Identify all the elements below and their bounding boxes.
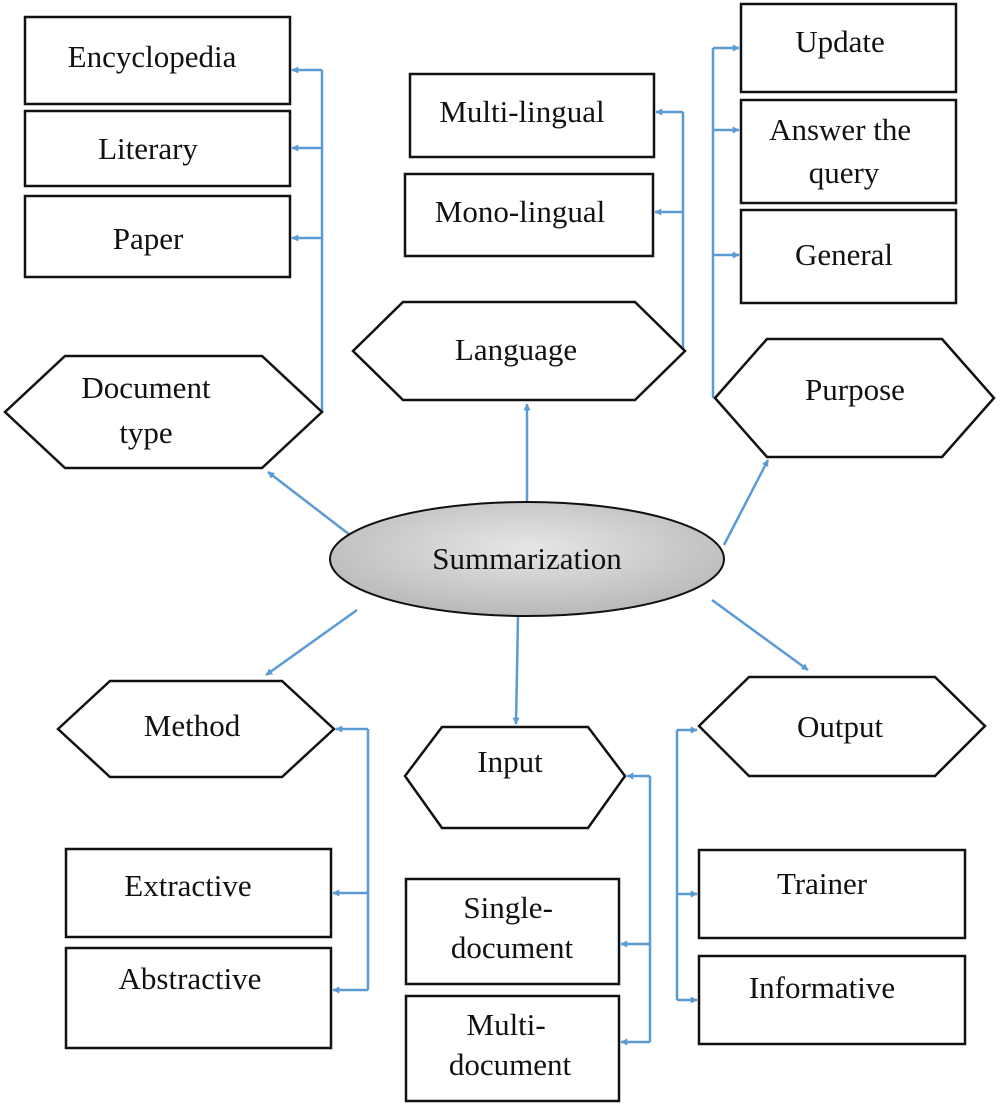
document-type-item-box — [23, 15, 292, 106]
output-item-box — [697, 954, 967, 1046]
method-label: Method — [144, 708, 241, 743]
arrow-to-output — [711, 598, 809, 672]
output-item-box — [697, 848, 967, 940]
input-item-single-document: Single- document — [451, 890, 574, 965]
method-item-extractive: Extractive — [124, 868, 251, 903]
language-label: Language — [455, 332, 577, 367]
output-item-informative: Informative — [749, 970, 895, 1005]
input-item-multi-document-text: Multi- — [467, 1007, 546, 1042]
purpose-item-update: Update — [795, 24, 885, 59]
purpose-item-box — [739, 2, 958, 94]
purpose-item-box — [739, 208, 958, 305]
arrow-to-method — [265, 608, 358, 677]
purpose-hexagon — [713, 337, 996, 459]
purpose-item-answer-the-query-text: Answer the — [769, 112, 911, 147]
connector-arrows — [265, 44, 809, 1046]
arrow-to-input — [512, 615, 520, 725]
category-language: Language Multi-lingual Mono-lingual — [351, 72, 687, 402]
answerQuery-line-2: query — [809, 155, 880, 190]
document-type-hexagon — [3, 354, 324, 470]
category-document-type: Document type Encyclopedia Literary Pape… — [3, 15, 324, 470]
multiDoc-line-2: document — [449, 1047, 572, 1082]
category-output: Output Trainer Informative — [697, 675, 987, 1046]
purpose-item-answer-the-query: Answer the query — [769, 112, 919, 190]
purpose-item-box — [739, 98, 958, 205]
document-type-item-box — [23, 194, 292, 279]
output-item-trainer: Trainer — [777, 866, 868, 901]
input-item-box — [404, 877, 621, 986]
category-method: Method Extractive Abstractive — [56, 679, 336, 1050]
center-node: Summarization — [329, 501, 725, 617]
center-label: Summarization — [432, 541, 622, 576]
input-item-box — [404, 994, 621, 1103]
arrow-to-document-type — [267, 471, 351, 536]
input-hexagon — [403, 725, 627, 830]
method-item-abstractive: Abstractive — [119, 961, 262, 996]
method-item-box — [64, 847, 333, 939]
category-purpose: Purpose Update Answer the query General — [713, 2, 996, 459]
document-type-item-box — [23, 109, 292, 188]
center-ellipse — [329, 501, 725, 617]
output-label: Output — [797, 709, 884, 744]
document-type-item-literary: Literary — [98, 131, 198, 166]
output-hexagon — [697, 675, 987, 778]
document-type-label-line-2: type — [119, 415, 172, 450]
language-item-box — [403, 172, 655, 258]
input-item-multi-document: Multi- document — [449, 1007, 572, 1082]
language-hexagon — [351, 300, 687, 402]
method-item-box — [64, 946, 333, 1050]
purpose-label: Purpose — [805, 372, 905, 407]
purpose-item-general: General — [795, 237, 893, 272]
input-item-single-document-text: Single- — [463, 890, 553, 925]
document-type-label-line-1: Document — [81, 370, 211, 405]
category-input: Input Single- document Multi- document — [403, 725, 627, 1103]
language-item-mono-lingual: Mono-lingual — [435, 194, 606, 229]
method-hexagon — [56, 679, 336, 779]
language-item-box — [408, 72, 656, 159]
arrow-to-purpose — [722, 459, 770, 546]
singleDoc-line-2: document — [451, 930, 574, 965]
document-type-item-encyclopedia: Encyclopedia — [68, 39, 237, 74]
input-label: Input — [477, 744, 543, 779]
language-item-multi-lingual: Multi-lingual — [439, 94, 604, 129]
document-type-item-paper: Paper — [113, 221, 184, 256]
